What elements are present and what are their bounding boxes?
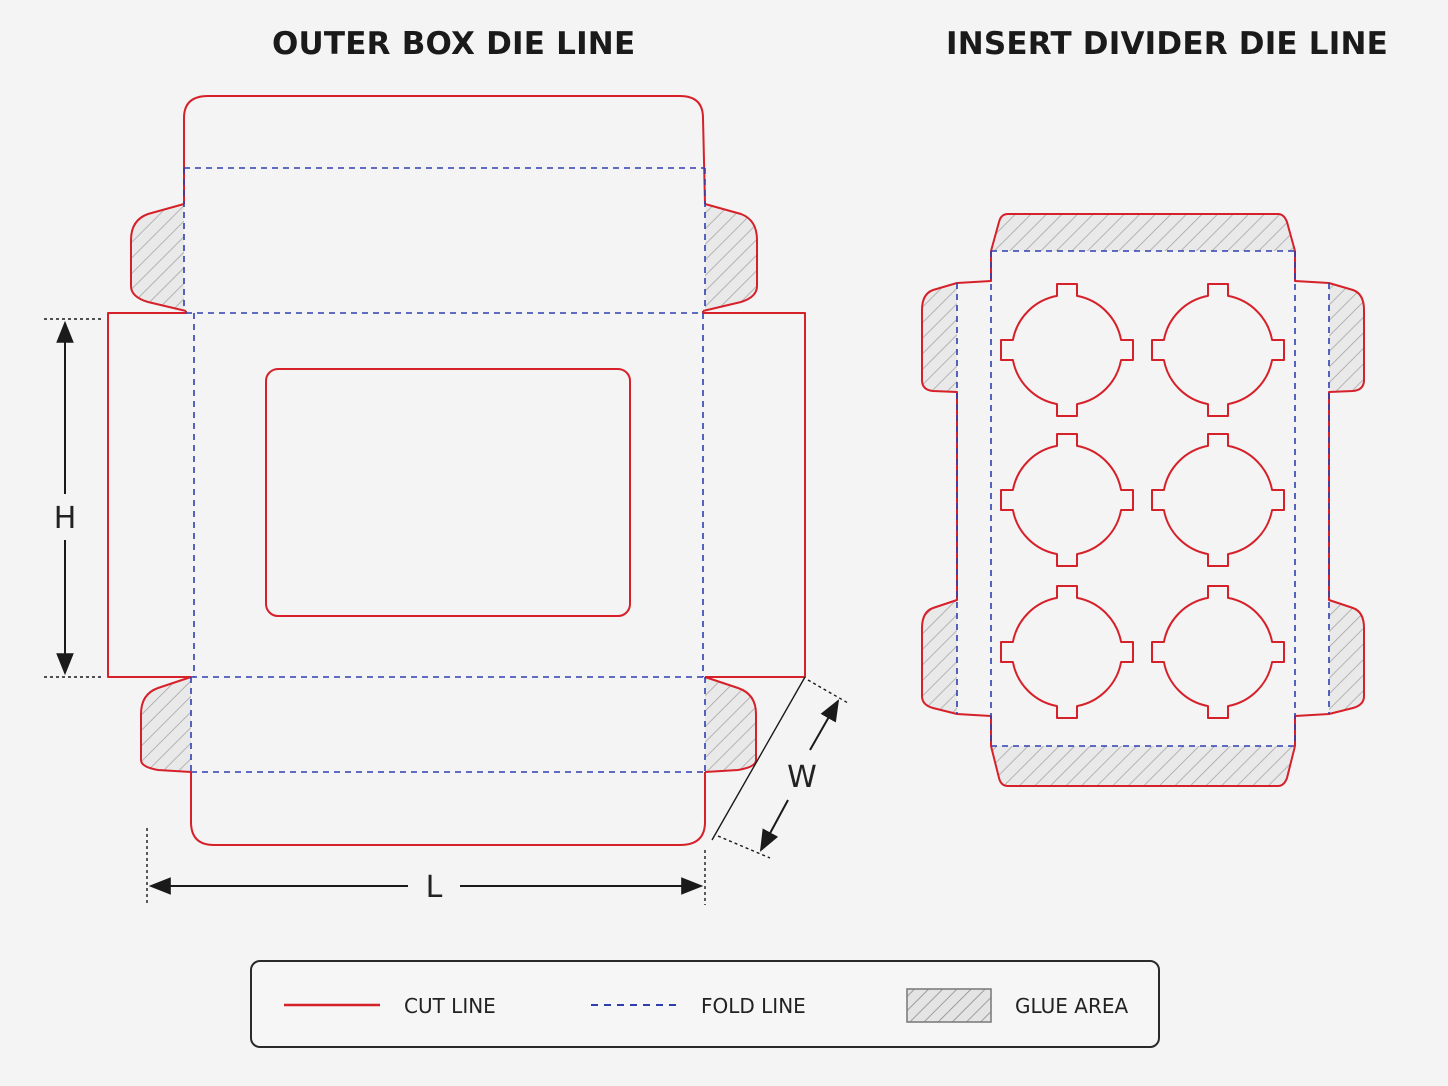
insert-divider-title: INSERT DIVIDER DIE LINE xyxy=(946,26,1389,62)
dimension-label-h: H xyxy=(54,501,77,536)
outer-box-glue-areas xyxy=(131,204,757,772)
legend-swatches xyxy=(284,988,992,1023)
insert-divider-die-line xyxy=(921,213,1365,787)
insert-top-edge-cut xyxy=(990,213,1296,252)
dimension-label-w: W xyxy=(787,760,817,795)
cup-hole-1 xyxy=(1000,283,1134,417)
glue-flap-top-right xyxy=(705,204,757,311)
glue-flap-bottom-left xyxy=(141,678,191,772)
glue-strip-bottom xyxy=(991,746,1295,786)
legend-fold-label: FOLD LINE xyxy=(701,994,806,1018)
dimension-width: W xyxy=(711,676,849,859)
insert-cup-holes xyxy=(1000,283,1285,719)
insert-glue-areas xyxy=(922,214,1364,786)
legend: CUT LINE FOLD LINE GLUE AREA xyxy=(250,960,1160,1048)
glue-flap-bottom-right xyxy=(705,678,756,772)
legend-glue-swatch xyxy=(906,988,992,1023)
insert-bottom-edge-cut xyxy=(990,745,1296,787)
dimension-height: H xyxy=(44,318,104,678)
dimension-length: L xyxy=(146,828,706,905)
glue-strip-top xyxy=(991,214,1295,251)
bottom-flap-cut xyxy=(190,772,706,846)
top-tuck-flap-cut xyxy=(183,95,706,205)
outer-box-title: OUTER BOX DIE LINE xyxy=(272,26,636,62)
outer-box-die-line: H L W xyxy=(44,95,849,905)
cup-hole-2 xyxy=(1151,283,1285,417)
outer-box-fold-lines xyxy=(183,167,706,773)
insert-fold-lines xyxy=(956,250,1330,747)
top-right-dust-flap-cut xyxy=(702,203,758,312)
left-side-panel-cut xyxy=(107,311,191,678)
insert-cut-lines xyxy=(921,213,1365,787)
glue-tab-right-bottom xyxy=(1329,600,1364,714)
bottom-right-dust-flap-cut xyxy=(704,676,757,773)
right-side-panel-cut xyxy=(702,311,806,678)
bottom-left-dust-flap-cut xyxy=(140,676,192,773)
cup-hole-6 xyxy=(1151,585,1285,719)
window-cutout xyxy=(265,368,631,617)
cup-hole-3 xyxy=(1000,433,1134,567)
glue-tab-left-top xyxy=(922,283,957,392)
glue-flap-top-left xyxy=(131,204,184,311)
legend-glue-label: GLUE AREA xyxy=(1015,994,1129,1018)
glue-tab-left-bottom xyxy=(922,600,957,714)
cup-hole-5 xyxy=(1000,585,1134,719)
legend-cut-label: CUT LINE xyxy=(404,994,496,1018)
dimension-label-l: L xyxy=(426,870,443,905)
cup-hole-4 xyxy=(1151,433,1285,567)
glue-tab-right-top xyxy=(1329,283,1364,392)
outer-box-cut-lines xyxy=(107,95,806,846)
top-left-dust-flap-cut xyxy=(130,203,187,312)
